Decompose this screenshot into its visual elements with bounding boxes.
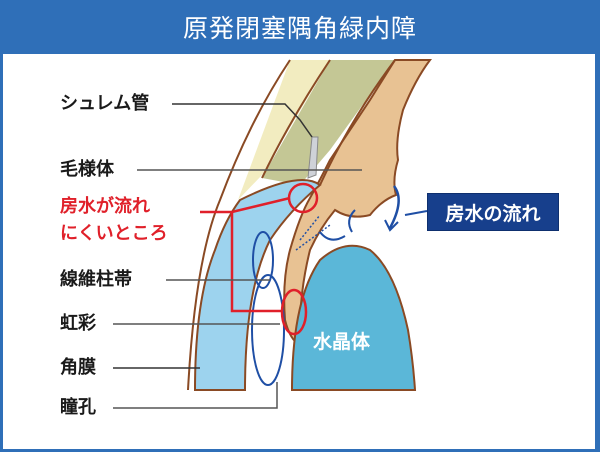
flow-loop-anterior (252, 231, 274, 289)
lens (290, 244, 417, 391)
flow-badge-pointer (404, 210, 428, 216)
obstruction-connector (200, 196, 291, 313)
label-lens: 水晶体 (313, 331, 371, 353)
label-obstruction-line1: 房水が流れ (60, 196, 150, 217)
sclera-green (262, 60, 395, 185)
label-pupil: 瞳孔 (60, 397, 96, 418)
ciliary-body-iris (283, 59, 432, 347)
flow-loop-posterior (251, 274, 285, 386)
schlemm-canal (307, 136, 319, 179)
leader-pupil (113, 382, 278, 409)
label-zonule: 線維柱帯 (60, 269, 132, 290)
aqueous-flow-badge: 房水の流れ (427, 193, 559, 231)
eye-anatomy-illustration (113, 59, 432, 409)
label-cornea: 角膜 (60, 357, 96, 378)
label-obstruction-line2: にくいところ (60, 223, 168, 244)
figure-title: 原発閉塞隅角緑内障 (182, 14, 417, 43)
label-iris: 虹彩 (60, 313, 96, 334)
label-ciliary-body: 毛様体 (60, 159, 114, 180)
label-schlemm-canal: シュレム管 (60, 93, 150, 114)
diagram-panel: シュレム管 毛様体 房水が流れ にくいところ 線維柱帯 虹彩 角膜 瞳孔 (3, 54, 595, 449)
header-bar: 原発閉塞隅角緑内障 (0, 0, 600, 54)
cornea (193, 179, 322, 391)
leader-schlemm (172, 103, 313, 138)
